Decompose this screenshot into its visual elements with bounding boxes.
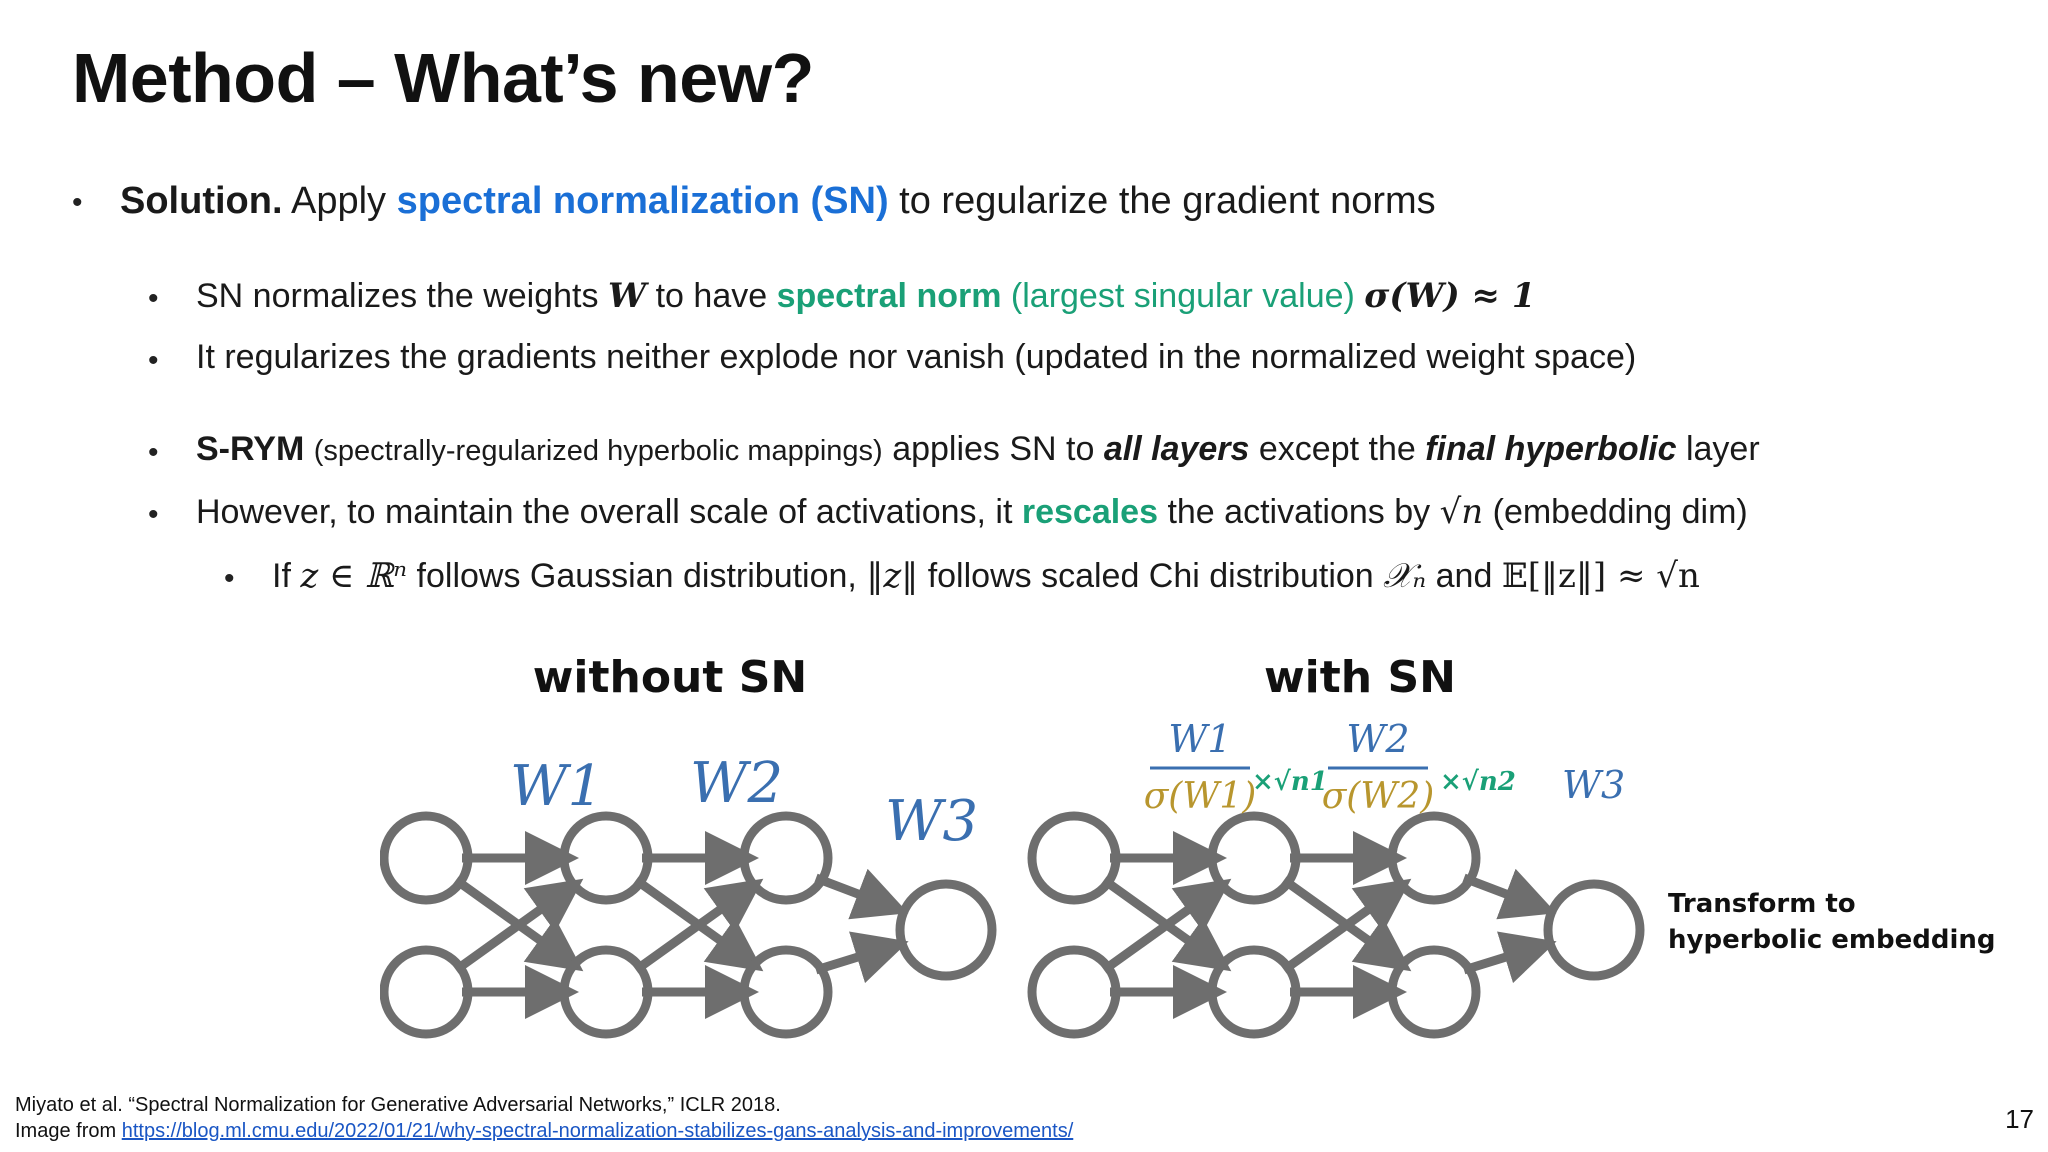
figure-right-title: with SN [1264, 652, 1456, 703]
node [380, 945, 473, 1039]
node [1027, 811, 1121, 905]
b5-formula3: 𝒳ₙ [1383, 556, 1427, 596]
transform-label: Transform to hyperbolic embedding [1668, 889, 1996, 955]
bullet-dot: • [224, 562, 235, 595]
b5-text3: follows scaled Chi distribution [927, 557, 1374, 595]
bullet-dot: • [148, 282, 159, 315]
transform-label-line2: hyperbolic embedding [1668, 925, 1996, 955]
bullet-srym: S-RYM (spectrally-regularized hyperbolic… [196, 430, 1760, 469]
b3-em2: final hyperbolic [1425, 430, 1677, 468]
b5-formula2: ‖z‖ [866, 556, 919, 596]
b5-text1: If [272, 557, 291, 595]
b5-formula4: 𝔼[‖z‖] ≈ √n [1501, 556, 1700, 596]
b3-text3: layer [1685, 430, 1760, 468]
node [559, 945, 653, 1039]
sn-fractions: W1 σ(W1) ×√n1 W2 σ(W2) ×√n2 W3 [1144, 717, 1626, 817]
bullet-gaussian: If z ∈ ℝⁿ follows Gaussian distribution,… [272, 556, 1700, 596]
fraction-1-scale: ×√n1 [1252, 767, 1328, 797]
b1-text2: to have [655, 277, 768, 315]
b5-formula1: z ∈ ℝⁿ [300, 556, 408, 596]
page-number: 17 [2005, 1104, 2034, 1134]
network-without-sn [380, 811, 997, 1039]
b4-formula: √n [1439, 492, 1484, 532]
slide-title: Method – What’s new? [72, 39, 814, 117]
solution-lead: Solution. [120, 180, 283, 222]
solution-highlight: spectral normalization (SN) [396, 180, 889, 222]
node [1207, 945, 1301, 1039]
node [1207, 811, 1301, 905]
bullet-dot: • [148, 344, 159, 377]
b1-formula: σ(W) ≈ 1 [1364, 276, 1536, 316]
node [1027, 945, 1121, 1039]
solution-text1: Apply [291, 180, 387, 222]
fraction-2-scale: ×√n2 [1440, 767, 1516, 797]
left-weight-labels: W1 W2 W3 [510, 751, 978, 854]
network-with-sn [1027, 811, 1645, 1039]
weight-label-w2: W2 [690, 751, 783, 816]
fraction-2-den: σ(W2) [1322, 776, 1435, 817]
b3-lead: S-RYM [196, 430, 305, 468]
node [1387, 811, 1481, 905]
bullet-regularizes: It regularizes the gradients neither exp… [196, 338, 1637, 376]
node [380, 811, 473, 905]
bullet-rescale: However, to maintain the overall scale o… [196, 492, 1748, 532]
image-source-footer: Image from https://blog.ml.cmu.edu/2022/… [15, 1120, 1073, 1143]
solution-bullet: Solution. Apply spectral normalization (… [120, 180, 1436, 223]
citation-footer: Miyato et al. “Spectral Normalization fo… [15, 1094, 781, 1116]
b4-text3: (embedding dim) [1492, 493, 1748, 531]
figure-left-title: without SN [533, 652, 808, 703]
node [895, 879, 997, 981]
bullet-dot: • [148, 436, 159, 469]
right-w3-label: W3 [1562, 763, 1625, 807]
fraction-1-num: W1 [1168, 717, 1231, 761]
image-from-label: Image from [15, 1120, 117, 1142]
node [559, 811, 653, 905]
weight-label-w1: W1 [510, 754, 603, 819]
b4-text1: However, to maintain the overall scale o… [196, 493, 1013, 531]
node [1387, 945, 1481, 1039]
b1-highlight: spectral norm [776, 277, 1002, 315]
fraction-2-num: W2 [1346, 717, 1409, 761]
weight-label-w3: W3 [885, 789, 978, 854]
b3-paren: (spectrally-regularized hyperbolic mappi… [313, 435, 883, 467]
fraction-1-den: σ(W1) [1144, 776, 1257, 817]
bullet-sn-normalizes: SN normalizes the weights W to have spec… [196, 276, 1536, 316]
b5-text4: and [1435, 557, 1493, 595]
transform-label-line1: Transform to [1668, 889, 1856, 919]
b3-em1: all layers [1103, 430, 1250, 468]
b4-highlight: rescales [1021, 493, 1158, 531]
b4-text2: the activations by [1167, 493, 1431, 531]
b1-paren: (largest singular value) [1010, 277, 1355, 315]
node [739, 945, 833, 1039]
bullet-dot: • [72, 186, 83, 219]
node [1543, 879, 1645, 981]
image-source-link[interactable]: https://blog.ml.cmu.edu/2022/01/21/why-s… [121, 1120, 1074, 1142]
b3-text1: applies SN to [892, 430, 1095, 468]
bullet-dot: • [148, 498, 159, 531]
b3-text2: except the [1258, 430, 1416, 468]
b1-text1: SN normalizes the weights [196, 277, 599, 315]
b1-var: W [607, 276, 647, 316]
b5-text2: follows Gaussian distribution, [416, 557, 857, 595]
node [739, 811, 833, 905]
solution-text2: to regularize the gradient norms [899, 180, 1436, 222]
sn-network-figure: without SN with SN W1 W2 W3 [380, 652, 1996, 1039]
